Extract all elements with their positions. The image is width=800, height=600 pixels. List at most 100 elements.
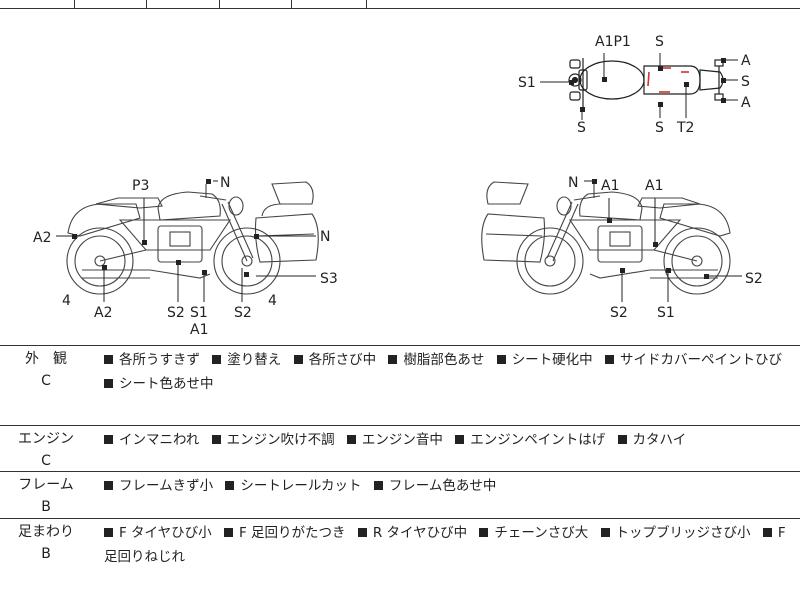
square-bullet-icon — [762, 528, 772, 537]
condition-item-text: F 足回りねじれ — [104, 525, 786, 565]
right-view-motorcycle — [481, 181, 731, 295]
square-bullet-icon — [104, 435, 113, 444]
square-bullet-icon — [225, 481, 235, 490]
square-bullet-icon — [223, 528, 233, 537]
condition-item-text: 各所さび中 — [308, 352, 377, 368]
left-view-motorcycle — [66, 181, 319, 295]
label-p3: P3 — [132, 178, 149, 194]
condition-item: サイドカバーペイントひび — [604, 352, 782, 368]
condition-item-text: 塗り替え — [227, 352, 282, 368]
condition-item-text: サイドカバーペイントひび — [619, 352, 782, 368]
condition-item-text: インマニわれ — [119, 432, 200, 448]
condition-item: 樹脂部色あせ — [388, 352, 484, 368]
label-s2: S2 — [610, 305, 628, 321]
label-a2: A2 — [33, 230, 51, 246]
top-view-dots — [569, 58, 726, 112]
square-bullet-icon — [104, 355, 113, 364]
condition-item: カタハイ — [617, 432, 686, 448]
square-bullet-icon — [617, 435, 627, 444]
left-view-leaders — [56, 180, 316, 302]
label-n: N — [220, 175, 230, 191]
square-bullet-icon — [104, 528, 113, 537]
condition-item: シート色あせ中 — [104, 376, 214, 392]
condition-row-frame: フレーム B フレームきず小 シートレールカット フレーム色あせ中 — [0, 472, 800, 519]
condition-item: F 足回りねじれ — [104, 525, 786, 565]
label-a1: A1 — [601, 178, 619, 194]
label-a1p1: A1P1 — [595, 34, 631, 50]
condition-item-text: F タイヤひび小 — [119, 525, 212, 541]
condition-items: フレームきず小 シートレールカット フレーム色あせ中 — [104, 474, 792, 498]
square-bullet-icon — [600, 528, 610, 537]
condition-item-text: フレーム色あせ中 — [388, 478, 497, 494]
condition-item: エンジン吹け不調 — [211, 432, 335, 448]
label-a: A — [741, 53, 751, 69]
condition-item-text: シートレールカット — [240, 478, 362, 494]
condition-item-text: F 足回りがたつき — [238, 525, 346, 541]
square-bullet-icon — [104, 481, 113, 490]
square-bullet-icon — [496, 355, 506, 364]
category-name: 足まわり — [18, 524, 74, 540]
condition-item-text: フレームきず小 — [119, 478, 214, 494]
label-4: 4 — [62, 293, 71, 309]
condition-item-text: シート色あせ中 — [119, 376, 214, 392]
condition-item-text: R タイヤひび中 — [372, 525, 468, 541]
condition-items: インマニわれ エンジン吹け不調 エンジン音中 エンジンペイントはげ カタハイ — [104, 428, 792, 452]
square-bullet-icon — [479, 528, 489, 537]
square-bullet-icon — [211, 435, 221, 444]
label-a1: A1 — [190, 322, 208, 338]
label-s1: S1 — [657, 305, 675, 321]
label-s: S — [655, 34, 664, 50]
label-a1: A1 — [645, 178, 663, 194]
square-bullet-icon — [346, 435, 356, 444]
top-view-motorcycle — [568, 58, 724, 108]
square-bullet-icon — [604, 355, 614, 364]
motorcycle-diagrams: A1P1 S S1 S S T2 A S A — [33, 34, 763, 338]
condition-item: トップブリッジさび小 — [600, 525, 751, 541]
square-bullet-icon — [357, 528, 367, 537]
category-cell: エンジン C — [0, 426, 92, 472]
label-s: S — [655, 120, 664, 136]
label-n: N — [320, 229, 330, 245]
left-view-dots — [72, 179, 259, 277]
condition-item: インマニわれ — [104, 432, 199, 448]
label-s2: S2 — [167, 305, 185, 321]
label-s1: S1 — [190, 305, 208, 321]
label-s2: S2 — [745, 271, 763, 287]
condition-item: F 足回りがたつき — [223, 525, 346, 541]
condition-item-text: エンジン音中 — [361, 432, 443, 448]
condition-item: R タイヤひび中 — [357, 525, 468, 541]
condition-item: シート硬化中 — [496, 352, 593, 368]
category-cell: 外 観 C — [0, 346, 92, 392]
category-cell: フレーム B — [0, 472, 92, 518]
header-divider — [366, 0, 367, 8]
condition-item-text: 樹脂部色あせ — [403, 352, 485, 368]
condition-items: 各所うすきず 塗り替え 各所さび中 樹脂部色あせ シート硬化中 サイドカバーペイ… — [104, 348, 792, 396]
condition-item: 塗り替え — [212, 352, 281, 368]
square-bullet-icon — [388, 355, 398, 364]
category-grade: B — [41, 499, 51, 515]
top-view-damage-marks — [647, 67, 689, 93]
label-s1: S1 — [518, 75, 536, 91]
condition-item: 各所さび中 — [293, 352, 377, 368]
label-s2: S2 — [234, 305, 252, 321]
square-bullet-icon — [455, 435, 465, 444]
condition-item-text: トップブリッジさび小 — [615, 525, 751, 541]
label-a: A — [741, 95, 751, 111]
condition-item-text: エンジンペイントはげ — [470, 432, 606, 448]
category-name: 外 観 — [25, 351, 67, 367]
condition-row-exterior: 外 観 C 各所うすきず 塗り替え 各所さび中 樹脂部色あせ シート硬化中 サイ… — [0, 346, 800, 426]
square-bullet-icon — [104, 379, 113, 388]
condition-item-text: 各所うすきず — [119, 352, 200, 368]
label-s: S — [741, 74, 750, 90]
square-bullet-icon — [212, 355, 222, 364]
condition-item: 各所うすきず — [104, 352, 200, 368]
condition-item-text: チェーンさび大 — [494, 525, 589, 541]
label-n: N — [568, 175, 578, 191]
condition-row-engine: エンジン C インマニわれ エンジン吹け不調 エンジン音中 エンジンペイントはげ… — [0, 426, 800, 472]
header-divider — [291, 0, 292, 8]
condition-item: チェーンさび大 — [479, 525, 588, 541]
category-grade: C — [41, 453, 51, 469]
square-bullet-icon — [373, 481, 383, 490]
condition-item-text: シート硬化中 — [511, 352, 593, 368]
